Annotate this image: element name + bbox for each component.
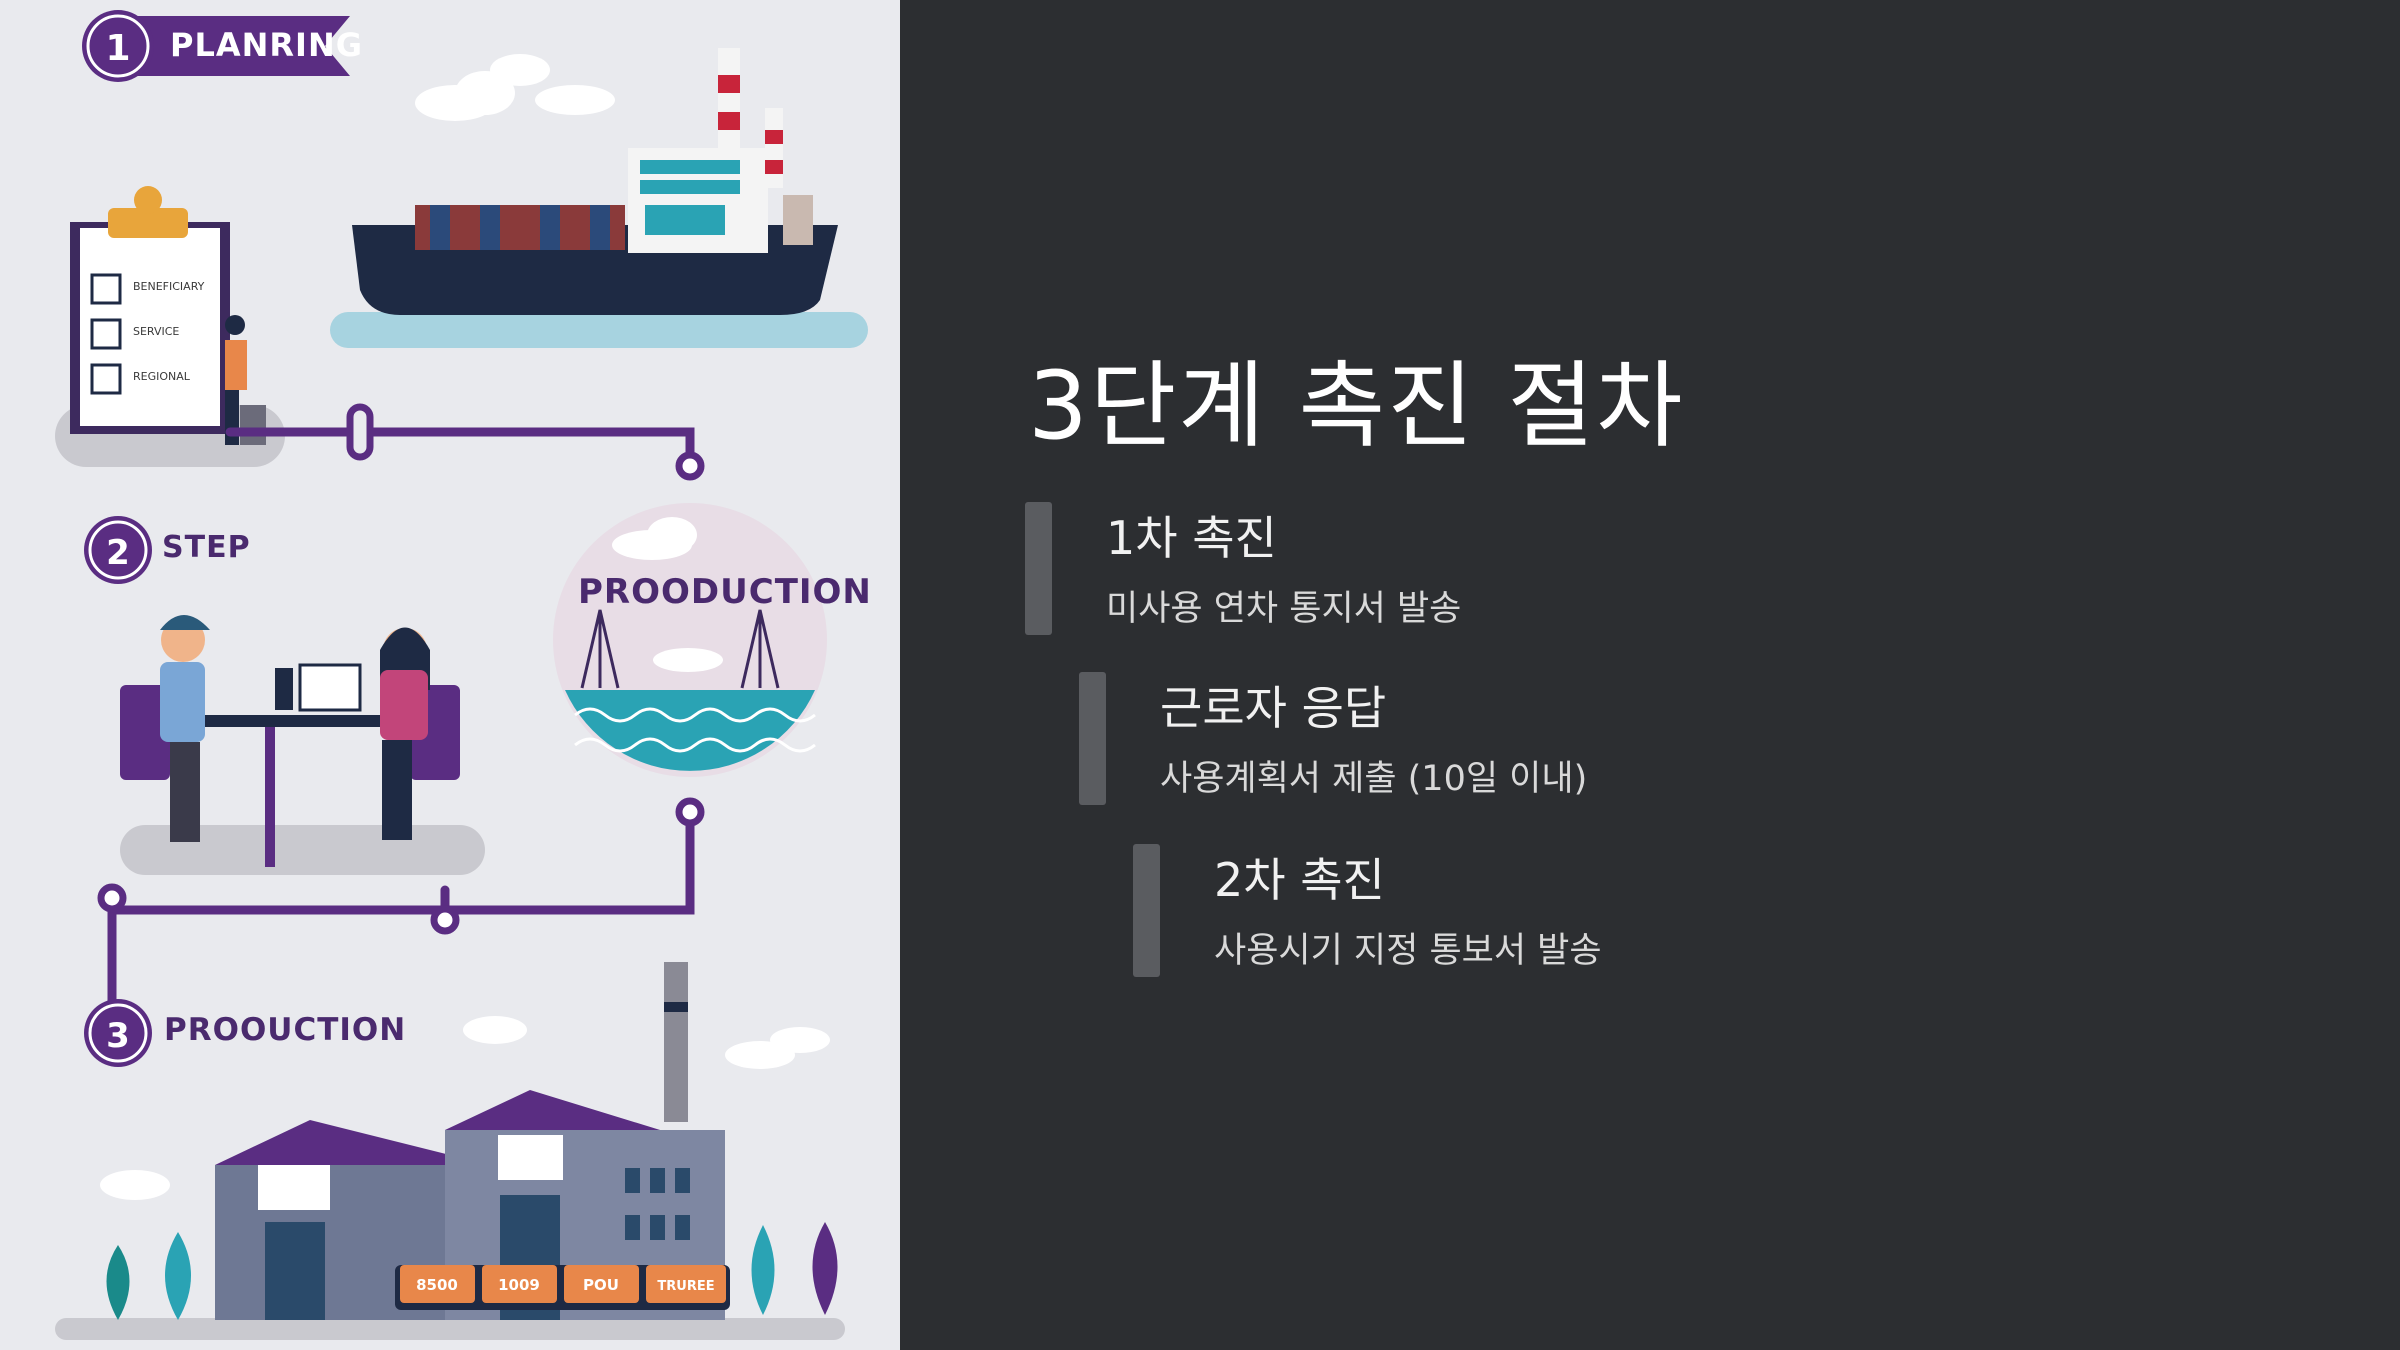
slide-title: 3단계 촉진 절차 [1028,352,1685,461]
step-accent-bar [1133,844,1160,977]
worker-icon [225,315,266,445]
step-heading: 근로자 응답 [1160,681,1387,735]
cloud-icon [100,1016,830,1200]
step3-number: 3 [106,1016,130,1056]
crate-label-3: POU [583,1276,619,1294]
crate-label-1: 8500 [416,1276,458,1294]
clipboard-icon: BENEFICIARY SERVICE REGIONAL [70,186,230,434]
meeting-icon [120,615,460,867]
cargo-ship-icon [330,48,868,348]
step1-number: 1 [105,28,130,69]
process-illustration: 1 [0,0,900,1350]
step1-label: PLANRING [170,26,363,64]
step-heading: 2차 촉진 [1214,853,1385,907]
step-detail: 사용계획서 제출 (10일 이내) [1160,759,1588,799]
step3-label: PROOUCTION [164,1012,407,1048]
slide-panel: 3단계 촉진 절차 1차 촉진 미사용 연차 통지서 발송 근로자 응답 사용계… [900,0,2400,1350]
crate-label-2: 1009 [498,1276,540,1294]
step2-badge [84,516,152,584]
step-accent-bar [1025,502,1052,635]
step-accent-bar [1079,672,1106,805]
step1-badge [82,10,154,82]
step2-label: STEP [162,530,251,565]
step2-number: 2 [106,533,130,573]
step3-badge [84,999,152,1067]
globe-label: PROODUCTION [578,572,872,612]
cloud-icon [415,54,615,121]
step-detail: 미사용 연차 통지서 발송 [1106,589,1462,629]
crate-label-4: TRUREE [657,1279,714,1294]
step1-ribbon [120,16,350,76]
clipboard-line-2: SERVICE [133,325,179,338]
factory-icon: 8500 1009 POU TRUREE [215,962,730,1320]
illustration-artwork: 1 [55,10,868,1340]
tree-icon [106,1222,838,1320]
step-heading: 1차 촉진 [1106,511,1277,565]
clipboard-line-1: BENEFICIARY [133,280,205,293]
production-globe-icon [553,503,827,777]
clipboard-line-3: REGIONAL [133,370,191,383]
step-detail: 사용시기 지정 통보서 발송 [1214,931,1602,971]
